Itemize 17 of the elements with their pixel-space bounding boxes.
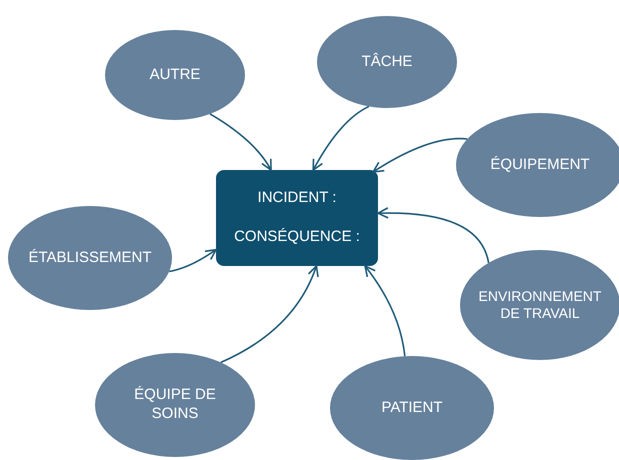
node-label: ENVIRONNEMENT DE TRAVAIL	[478, 288, 602, 322]
arrow	[169, 248, 217, 272]
node-label: ÉTABLISSEMENT	[28, 248, 152, 268]
arrow	[377, 207, 490, 264]
node-label: AUTRE	[150, 66, 200, 84]
arrow	[210, 113, 272, 171]
node-label: PATIENT	[381, 398, 443, 418]
arrow	[364, 265, 406, 356]
node-label: CONSÉQUENCE :	[234, 228, 360, 247]
node-label: TÂCHE	[362, 52, 412, 72]
arrow	[220, 265, 318, 364]
arrow	[372, 138, 468, 173]
node-label: INCIDENT :	[258, 189, 336, 208]
arrow	[312, 106, 370, 171]
central-box	[216, 170, 378, 266]
node-label: ÉQUIPE DE SOINS	[133, 386, 217, 424]
node-label: ÉQUIPEMENT	[490, 156, 590, 174]
